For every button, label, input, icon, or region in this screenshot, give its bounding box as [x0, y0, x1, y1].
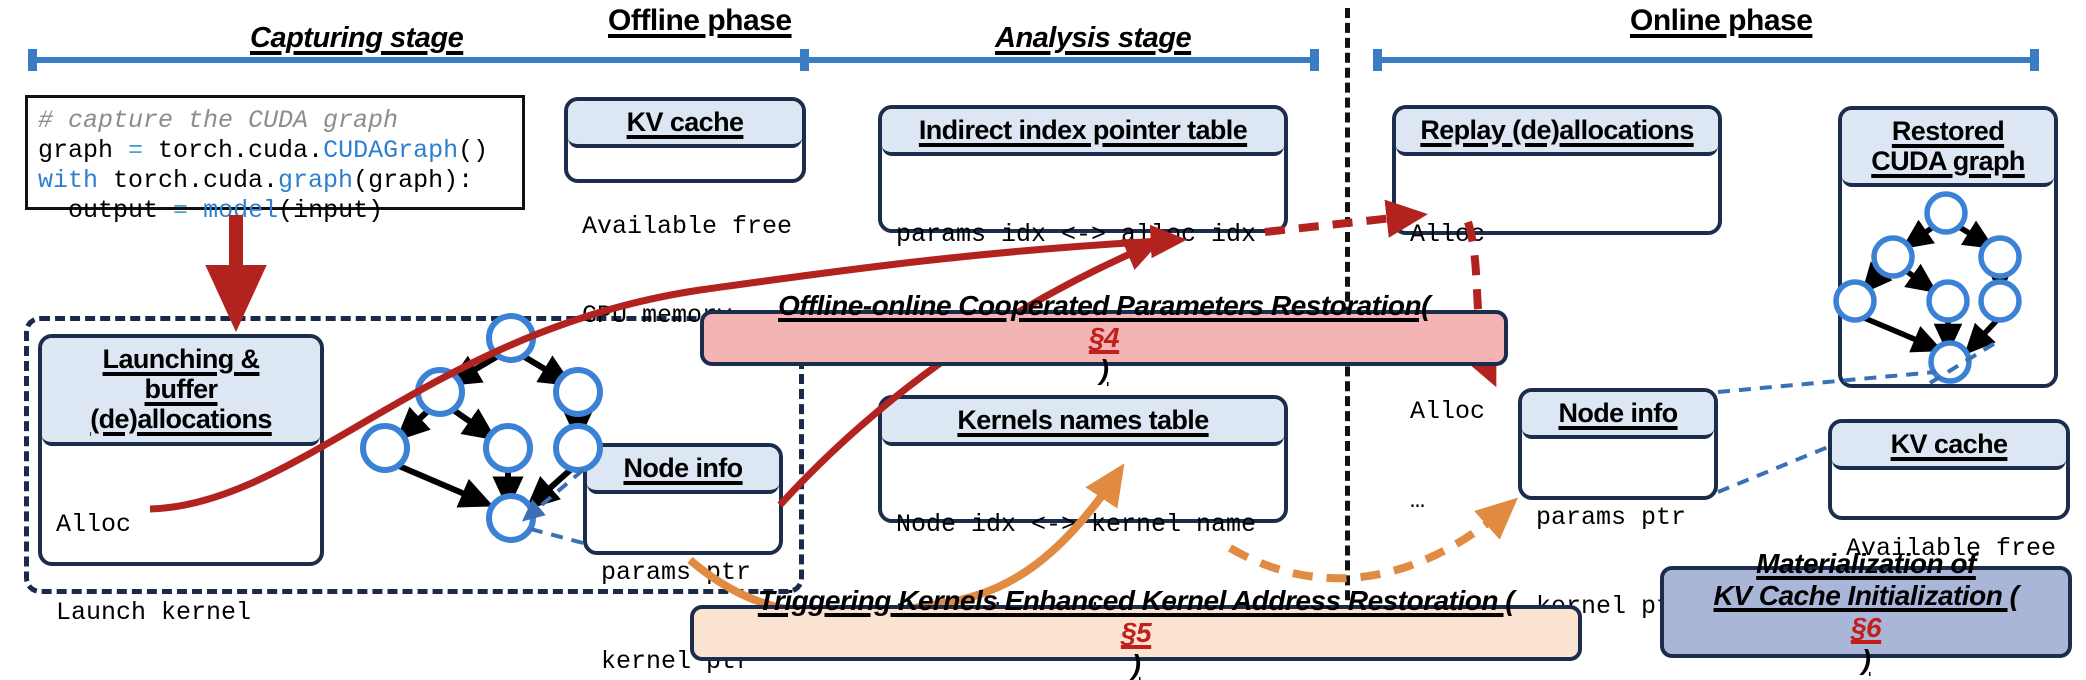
card-title: Replay (de)allocations: [1396, 109, 1718, 157]
card-title: Restored CUDA graph: [1842, 110, 2054, 188]
banner-line-0: Materialization of: [1756, 547, 1976, 579]
online-phase-label: Online phase: [1630, 4, 1813, 37]
capturing-stage-label: Capturing stage: [250, 22, 464, 54]
card-body: Alloc Launch kernel Free Alloc Launch ke…: [42, 446, 320, 680]
code-line-2: with torch.cuda.graph(graph):: [38, 166, 474, 195]
online-timeline-end-cap: [2030, 49, 2039, 71]
offline-timeline-mid-cap: [800, 49, 809, 71]
offline-timeline-bar: [33, 57, 1318, 63]
online-timeline-bar: [1378, 57, 2038, 63]
card-title-line-0: Node info: [623, 453, 743, 483]
card-title-line-0: Restored: [1891, 116, 2005, 146]
banner-kv-cache-materialization: Materialization of KV Cache Initializati…: [1660, 548, 2072, 675]
card-line-0: Available free: [1846, 534, 2057, 564]
online-timeline-start-cap: [1373, 49, 1382, 71]
card-node-info-offline: Node info params ptr kernel ptr: [583, 443, 783, 676]
card-indirect-index-pointer-table: Indirect index pointer table params idx …: [878, 105, 1288, 426]
code-line-1: graph = torch.cuda.CUDAGraph(): [38, 136, 489, 165]
offline-timeline-start-cap: [28, 49, 37, 71]
card-kernels-names-table: Kernels names table Node idx <-> kernel …: [878, 395, 1288, 628]
card-line-1: Launch kernel: [56, 598, 252, 628]
code-line-3: output = model(input): [38, 196, 384, 225]
card-line-0: Available free: [582, 212, 793, 242]
card-node-info-online: Node info params ptr kernel ptr: [1518, 388, 1718, 621]
card-line-0: Node idx <-> kernel name: [896, 510, 1257, 540]
banner-line-1: KV Cache Initialization (§6): [1713, 579, 2019, 676]
banner-text: Materialization of KV Cache Initializati…: [1702, 548, 2031, 677]
card-launching-buffer-deallocations: Launching & buffer (de)allocations Alloc…: [38, 334, 324, 627]
card-title: Launching & buffer (de)allocations: [42, 338, 320, 446]
banner-kernel-address-restoration: Triggering Kernels Enhanced Kernel Addre…: [690, 585, 1582, 680]
card-replay-deallocations: Replay (de)allocations Alloc Free Alloc …: [1392, 105, 1722, 515]
card-title: KV cache: [1832, 423, 2066, 471]
card-title-line-1: buffer (de)allocations: [90, 374, 272, 435]
card-title-line-0: Kernels names table: [957, 405, 1209, 435]
offline-phase-label: Offline phase: [608, 4, 792, 37]
card-title-line-0: Replay (de)allocations: [1420, 115, 1694, 145]
card-line-0: params ptr: [601, 558, 752, 588]
cuda-graph-code-block: # capture the CUDA graph graph = torch.c…: [25, 95, 525, 225]
banner-text: Triggering Kernels Enhanced Kernel Addre…: [746, 585, 1526, 680]
card-title-line-0: KV cache: [626, 107, 744, 137]
card-title: KV cache: [568, 101, 802, 149]
card-title: Indirect index pointer table: [882, 109, 1284, 157]
card-title-line-0: Indirect index pointer table: [918, 115, 1248, 145]
banner-params-restoration: Offline-online Cooperated Parameters Res…: [700, 290, 1508, 385]
card-line-0: Alloc: [56, 509, 132, 539]
card-line-0: params ptr: [1536, 503, 1687, 533]
card-title-line-0: KV cache: [1890, 429, 2008, 459]
card-title: Kernels names table: [882, 399, 1284, 447]
card-line-2: Alloc: [1410, 397, 1486, 427]
card-kv-cache-offline: KV cache Available free GPU memory: [564, 97, 806, 330]
banner-text: Offline-online Cooperated Parameters Res…: [766, 290, 1442, 387]
card-title: Node info: [587, 447, 779, 495]
card-line-0: params idx <-> alloc idx: [896, 220, 1257, 250]
offline-timeline-end-cap: [1310, 49, 1319, 71]
card-restored-cuda-graph: Restored CUDA graph: [1838, 106, 2058, 388]
card-line-0: Alloc: [1410, 220, 1486, 250]
card-title-line-1: CUDA graph: [1871, 146, 2025, 177]
card-title-line-0: Node info: [1558, 398, 1678, 428]
banner-line-0: Offline-online Cooperated Parameters Res…: [778, 289, 1430, 386]
analysis-stage-label: Analysis stage: [995, 22, 1192, 54]
code-line-comment: # capture the CUDA graph: [38, 106, 399, 135]
card-kv-cache-online: KV cache Available free GPU memory: [1828, 419, 2070, 652]
card-title-line-0: Launching &: [102, 344, 260, 374]
banner-line-0: Triggering Kernels Enhanced Kernel Addre…: [757, 584, 1515, 680]
card-title: Node info: [1522, 392, 1714, 440]
link-node-info-online-to-kv-cache: [1717, 445, 1829, 494]
